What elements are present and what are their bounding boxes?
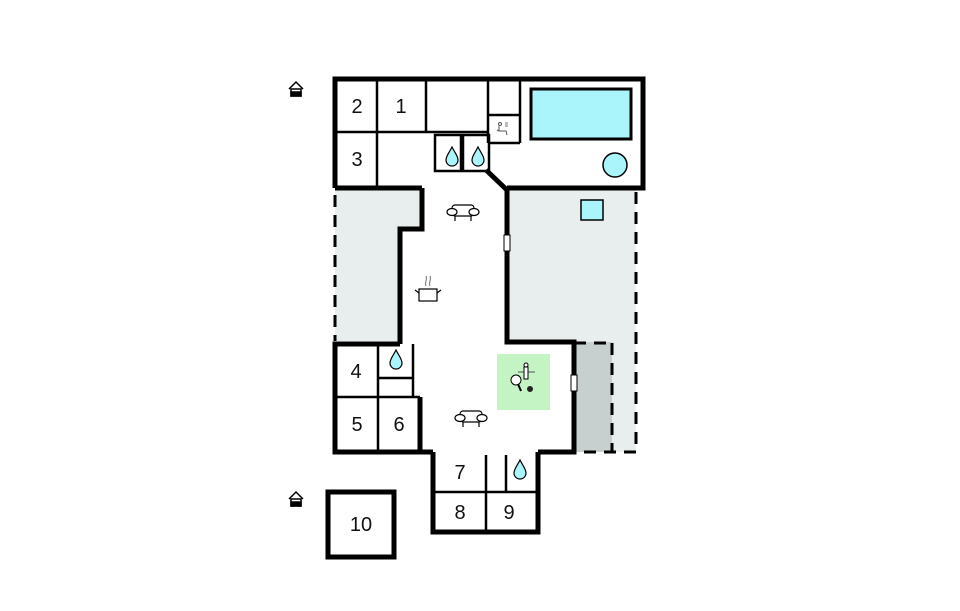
- room-number: 3: [351, 149, 362, 171]
- bathroom-drop-icon: [513, 458, 527, 480]
- bathroom-drop-icon: [445, 145, 459, 167]
- entrance-icon: [288, 80, 304, 97]
- pool: [529, 87, 633, 141]
- room-number: 9: [503, 502, 514, 524]
- room-number: 7: [454, 462, 465, 484]
- kitchen-pot-icon: [414, 275, 442, 302]
- room-number: 6: [393, 414, 404, 436]
- sauna-icon: [496, 122, 508, 136]
- bathroom-drop-icon: [389, 348, 403, 370]
- activity-area: [497, 354, 550, 410]
- hot-tub: [602, 152, 628, 178]
- terrace-left: [335, 188, 420, 341]
- sofa-icon: [454, 410, 488, 427]
- window: [570, 374, 578, 392]
- room-number: 4: [350, 361, 361, 383]
- sofa-icon: [446, 204, 480, 221]
- skylight: [580, 199, 604, 221]
- entrance-icon: [288, 490, 304, 507]
- interior-walls: [335, 79, 538, 532]
- bathroom-drop-icon: [471, 145, 485, 167]
- room-number: 2: [351, 96, 362, 118]
- covered-terrace: [574, 342, 612, 452]
- terrace-dashed-edges: [333, 192, 638, 454]
- window: [503, 234, 511, 252]
- activity-table-tennis-foosball-icon: [510, 362, 535, 392]
- room-number: 1: [395, 96, 406, 118]
- room-number: 10: [350, 514, 372, 536]
- room-number: 5: [351, 414, 362, 436]
- room-number: 8: [454, 502, 465, 524]
